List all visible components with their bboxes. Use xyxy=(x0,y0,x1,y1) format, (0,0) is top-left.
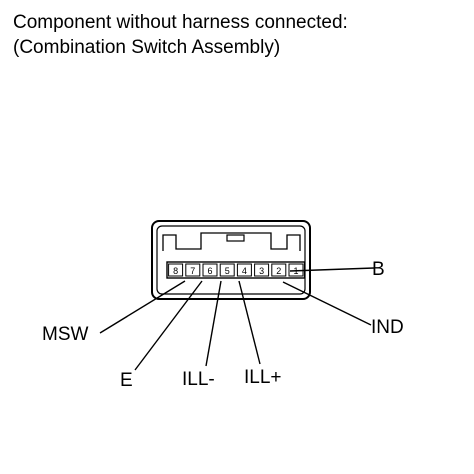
leader-line-ill-plus xyxy=(238,280,261,365)
pin-cell-6 xyxy=(202,263,218,277)
terminal-label-msw: MSW xyxy=(42,324,89,345)
pin-number-3: 3 xyxy=(259,266,264,276)
pin-cell-8 xyxy=(168,263,184,277)
caption-line-2: (Combination Switch Assembly) xyxy=(13,37,281,58)
pin-number-7: 7 xyxy=(190,266,195,276)
pin-cell-3 xyxy=(254,263,270,277)
terminal-label-ill-plus: ILL+ xyxy=(244,367,282,388)
leader-line-ind xyxy=(282,281,372,326)
terminal-label-e: E xyxy=(120,370,133,391)
pin-number-5: 5 xyxy=(225,266,230,276)
leader-line-msw xyxy=(99,280,186,334)
leader-lines xyxy=(99,267,375,371)
leader-line-b xyxy=(289,267,375,272)
connector-lock-slot xyxy=(226,234,245,242)
pin-number-4: 4 xyxy=(242,266,247,276)
pin-cell-7 xyxy=(185,263,201,277)
leader-line-e xyxy=(134,280,203,371)
terminal-label-ill-minus: ILL- xyxy=(182,369,215,390)
connector-housing xyxy=(151,220,311,300)
caption-line-1: Component without harness connected: xyxy=(13,12,348,33)
pin-number-2: 2 xyxy=(276,266,281,276)
leader-line-ill-minus xyxy=(205,280,222,367)
pin-cell-2 xyxy=(271,263,287,277)
terminal-label-ind: IND xyxy=(371,317,404,338)
pin-cell-4 xyxy=(236,263,252,277)
pin-number-6: 6 xyxy=(207,266,212,276)
terminal-label-b: B xyxy=(372,259,385,280)
terminal-labels: B IND MSW E ILL- ILL+ xyxy=(42,259,404,391)
pin-cell-5 xyxy=(219,263,235,277)
diagram-caption: Component without harness connected: (Co… xyxy=(13,10,348,60)
pin-number-8: 8 xyxy=(173,266,178,276)
connector-lock-tab xyxy=(162,232,301,251)
